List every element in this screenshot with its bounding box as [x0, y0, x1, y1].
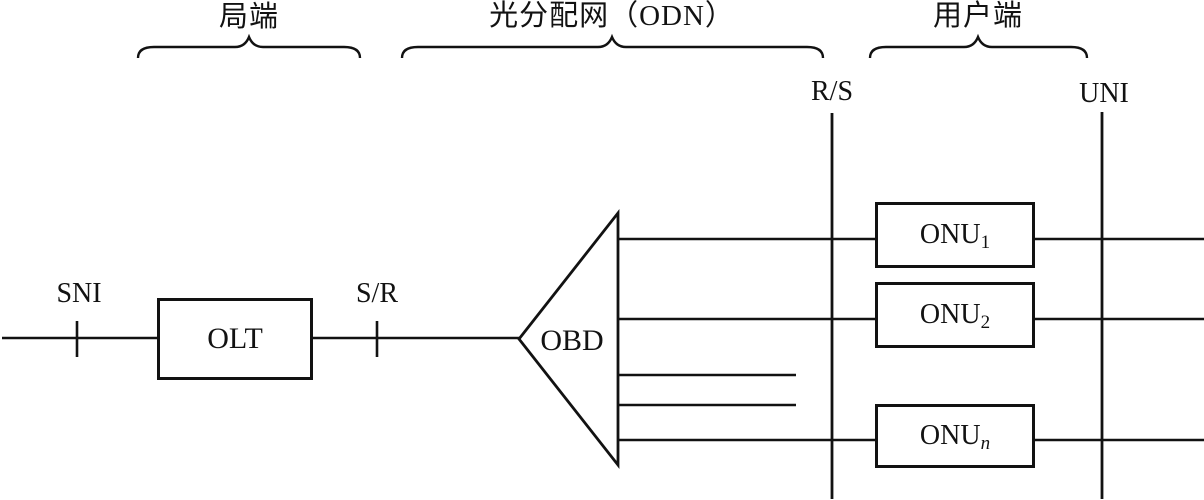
onu1-box: ONU1: [875, 202, 1035, 268]
user-side-label: 用户端: [932, 0, 1023, 32]
obd-label: OBD: [540, 324, 604, 357]
onun-box: ONUn: [875, 404, 1035, 468]
user-side-brace: [868, 33, 1089, 59]
obd-splitter-triangle: [517, 208, 620, 470]
central-office-brace: [136, 33, 362, 59]
odn-brace: [400, 33, 825, 59]
onun-label: ONUn: [919, 420, 991, 454]
odn-label: 光分配网（ODN）: [489, 0, 735, 32]
olt-label: OLT: [207, 322, 263, 355]
olt-box: OLT: [157, 298, 313, 380]
onu2-label: ONU2: [919, 299, 991, 333]
sni-label: SNI: [56, 278, 102, 309]
onu1-label: ONU1: [919, 219, 991, 253]
uni-label: UNI: [1079, 78, 1129, 109]
sr-label: S/R: [355, 278, 399, 309]
central-office-label: 局端: [218, 1, 279, 33]
onu2-box: ONU2: [875, 282, 1035, 348]
rs-label: R/S: [810, 76, 854, 107]
